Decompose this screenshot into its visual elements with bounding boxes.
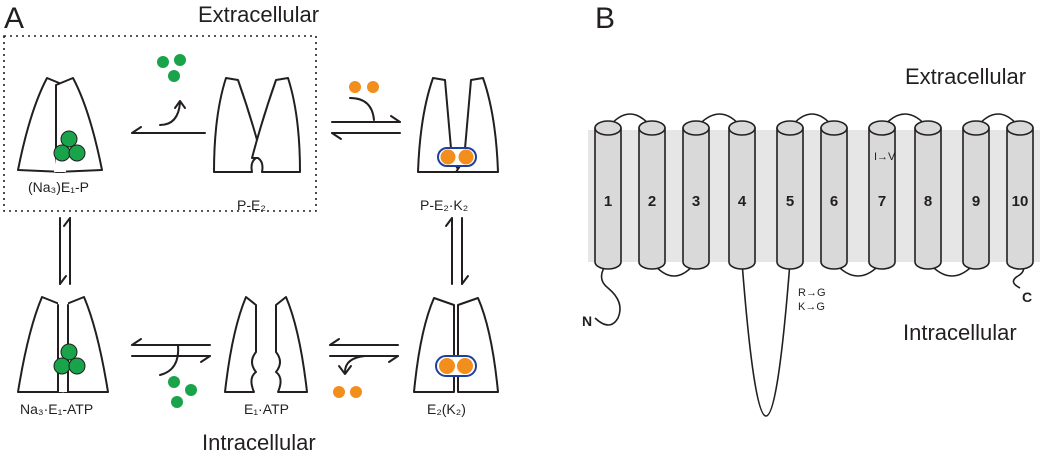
- panel-a-extracellular-label: Extracellular: [198, 2, 319, 27]
- extracellular-loops: [607, 113, 1021, 129]
- helix-number-3: 3: [692, 193, 700, 210]
- panel-a-intracellular-label: Intracellular: [202, 430, 316, 455]
- helix-9: 9: [962, 120, 990, 270]
- helix-number-1: 1: [604, 193, 612, 210]
- helix-6: 6: [820, 120, 848, 270]
- arrow-na-release: [131, 54, 206, 134]
- panel-b-intracellular-label: Intracellular: [903, 320, 1017, 345]
- arrow-k-binding: [331, 81, 401, 140]
- helix-4: 4: [728, 120, 756, 270]
- panel-b-extracellular-label: Extracellular: [905, 64, 1026, 89]
- helix-number-4: 4: [738, 193, 747, 210]
- c-terminus-label: C: [1022, 289, 1032, 305]
- state-label-p-e2: P-E₂: [237, 197, 266, 213]
- panel-a-label: A: [4, 2, 24, 35]
- helix-10: 10: [1006, 120, 1034, 270]
- helix-number-8: 8: [924, 193, 932, 210]
- helix-1: 1: [594, 120, 622, 270]
- helix-7: 7: [868, 120, 896, 270]
- helix-number-7: 7: [878, 193, 886, 210]
- helix-5: 5: [776, 120, 804, 270]
- mutation-label-helix7: I→V: [874, 151, 896, 163]
- state-label-p-e2-k2: P-E₂·K₂: [420, 197, 468, 213]
- arrow-right-vertical: [445, 217, 469, 285]
- state-label-e1-atp: E₁·ATP: [244, 401, 289, 417]
- pump-p-e2: [213, 77, 301, 173]
- helix-2: 2: [638, 120, 666, 270]
- mutation-label-r: R→G: [798, 287, 826, 299]
- arrow-k-release: [329, 338, 399, 398]
- helix-3: 3: [682, 120, 710, 270]
- arrow-left-vertical: [59, 217, 71, 285]
- pump-na3-e1-atp: [17, 296, 109, 393]
- n-terminus-label: N: [582, 313, 592, 329]
- state-label-na3-e1-p: (Na₃)E₁-P: [28, 179, 89, 195]
- state-label-na3-e1-atp: Na₃·E₁-ATP: [20, 401, 93, 417]
- pump-e2-k2: [413, 297, 499, 393]
- helix-group: 1 2 3 4 5 6 7 8 9 10: [594, 120, 1034, 270]
- pump-p-e2-k2: [417, 77, 499, 173]
- helix-number-2: 2: [648, 193, 656, 210]
- arrow-na-binding: [131, 338, 211, 408]
- mutation-label-k: K→G: [798, 301, 825, 313]
- helix-number-10: 10: [1012, 193, 1029, 210]
- helix-number-9: 9: [972, 193, 980, 210]
- extracellular-box: [3, 35, 317, 212]
- panel-b-label: B: [595, 2, 615, 35]
- pump-na3-e1-p: [17, 77, 103, 173]
- pump-e1-atp: [224, 296, 308, 393]
- state-label-e2-k2: E₂(K₂): [427, 401, 466, 417]
- n-terminus-tail: [594, 261, 621, 326]
- helix-number-5: 5: [786, 193, 794, 210]
- helix-number-6: 6: [830, 193, 838, 210]
- helix-8: 8: [914, 120, 942, 270]
